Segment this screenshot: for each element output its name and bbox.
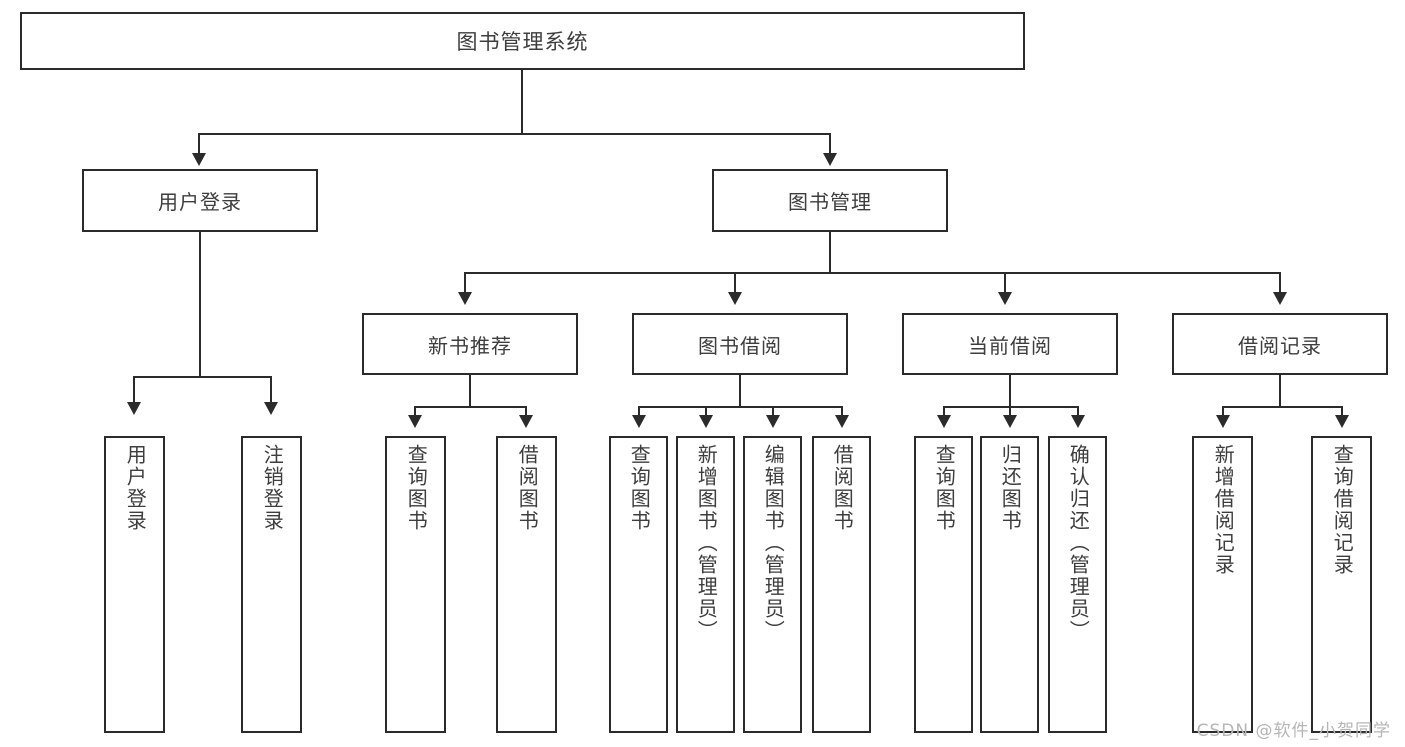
leaf-query-book-recommend[interactable]: 查询图书 [385, 436, 446, 733]
leaf-user-login[interactable]: 用户登录 [104, 436, 165, 733]
connector-book-borrow-stem [739, 375, 741, 407]
connector-root-bus [198, 133, 831, 135]
connector-bb-leaf-4 [841, 406, 843, 418]
arrowhead-leaf-user-login [127, 402, 141, 415]
connector-user-login-to-leaf-1 [133, 376, 135, 404]
node-new-book-recommend[interactable]: 新书推荐 [362, 313, 578, 375]
leaf-borrow-book-recommend[interactable]: 借阅图书 [496, 436, 557, 733]
arrowhead-new-book-recommend [458, 292, 472, 305]
arrowhead-book-management [823, 153, 837, 166]
arrowhead-bb-leaf-1 [632, 415, 646, 428]
node-label: 借阅图书 [515, 444, 540, 532]
arrowhead-cb-leaf-2 [1003, 415, 1017, 428]
node-label: 用户登录 [123, 444, 148, 532]
node-borrow-record[interactable]: 借阅记录 [1172, 313, 1388, 375]
leaf-query-borrow-record[interactable]: 查询借阅记录 [1311, 436, 1372, 733]
arrowhead-cb-leaf-1 [937, 415, 951, 428]
connector-root-to-user-login [198, 133, 200, 155]
node-label: 借阅图书 [830, 444, 855, 532]
arrowhead-bb-leaf-2 [699, 415, 713, 428]
node-label: 查询图书 [404, 444, 429, 532]
node-label: 查询图书 [932, 444, 957, 532]
connector-cb-leaf-3 [1077, 406, 1079, 418]
connector-new-book-recommend-stem [469, 375, 471, 407]
connector-borrow-record-bus [1222, 406, 1341, 408]
arrowhead-br-leaf-2 [1335, 415, 1349, 428]
connector-to-current-borrow [1004, 272, 1006, 294]
node-label: 图书借阅 [698, 333, 782, 358]
node-label: 确认归还（管理员） [1066, 444, 1091, 642]
connector-to-new-book-recommend [464, 272, 466, 294]
node-label: 新增图书（管理员） [694, 444, 719, 642]
connector-cb-leaf-1 [943, 406, 945, 418]
leaf-logout[interactable]: 注销登录 [241, 436, 302, 733]
connector-br-leaf-2 [1341, 406, 1343, 418]
arrowhead-nbr-leaf-1 [408, 415, 422, 428]
connector-root-stem [521, 70, 523, 134]
leaf-query-book-borrow[interactable]: 查询图书 [609, 436, 668, 733]
connector-book-management-stem [829, 232, 831, 273]
node-label: 借阅记录 [1238, 333, 1322, 358]
connector-nbr-leaf-2 [525, 406, 527, 418]
arrowhead-current-borrow [998, 292, 1012, 305]
node-label: 用户登录 [158, 190, 242, 214]
connector-to-book-borrow [734, 272, 736, 294]
node-label: 查询借阅记录 [1330, 444, 1355, 576]
connector-bb-leaf-2 [705, 406, 707, 418]
connector-bb-leaf-1 [638, 406, 640, 418]
node-root-book-management-system[interactable]: 图书管理系统 [20, 12, 1025, 70]
connector-current-borrow-stem [1009, 375, 1011, 407]
leaf-confirm-return-admin[interactable]: 确认归还（管理员） [1048, 436, 1107, 733]
node-current-borrow[interactable]: 当前借阅 [902, 313, 1118, 375]
arrowhead-book-borrow [728, 292, 742, 305]
leaf-return-book[interactable]: 归还图书 [980, 436, 1039, 733]
arrowhead-br-leaf-1 [1216, 415, 1230, 428]
node-label: 注销登录 [260, 444, 285, 532]
arrowhead-leaf-logout [264, 402, 278, 415]
connector-book-borrow-bus [638, 406, 841, 408]
arrowhead-bb-leaf-4 [835, 415, 849, 428]
node-label: 归还图书 [998, 444, 1023, 532]
node-label: 查询图书 [627, 444, 652, 532]
connector-user-login-stem [199, 232, 201, 377]
node-label: 图书管理 [788, 190, 872, 214]
connector-cb-leaf-2 [1009, 406, 1011, 418]
leaf-edit-book-admin[interactable]: 编辑图书（管理员） [743, 436, 802, 733]
connector-book-management-bus [464, 272, 1280, 274]
arrowhead-cb-leaf-3 [1071, 415, 1085, 428]
node-label: 图书管理系统 [456, 30, 589, 54]
node-label: 编辑图书（管理员） [761, 444, 786, 642]
node-book-management[interactable]: 图书管理 [712, 169, 948, 232]
leaf-query-book-current[interactable]: 查询图书 [914, 436, 973, 733]
connector-br-leaf-1 [1222, 406, 1224, 418]
watermark-text: CSDN @软件_小贺同学 [1196, 721, 1391, 741]
arrowhead-bb-leaf-3 [766, 415, 780, 428]
connector-root-to-book-management [829, 133, 831, 155]
node-label: 新书推荐 [428, 333, 512, 358]
leaf-borrow-book[interactable]: 借阅图书 [812, 436, 871, 733]
node-book-borrow[interactable]: 图书借阅 [632, 313, 848, 375]
arrowhead-borrow-record [1273, 292, 1287, 305]
arrowhead-user-login [192, 153, 206, 166]
node-user-login[interactable]: 用户登录 [82, 169, 318, 232]
connector-new-book-recommend-bus [414, 406, 525, 408]
connector-nbr-leaf-1 [414, 406, 416, 418]
node-label: 新增借阅记录 [1211, 444, 1236, 576]
leaf-add-borrow-record[interactable]: 新增借阅记录 [1192, 436, 1253, 733]
arrowhead-nbr-leaf-2 [519, 415, 533, 428]
connector-bb-leaf-3 [772, 406, 774, 418]
connector-user-login-bus [133, 376, 270, 378]
connector-user-login-to-leaf-2 [270, 376, 272, 404]
connector-borrow-record-stem [1279, 375, 1281, 407]
connector-to-borrow-record [1279, 272, 1281, 294]
node-label: 当前借阅 [968, 333, 1052, 358]
leaf-add-book-admin[interactable]: 新增图书（管理员） [676, 436, 735, 733]
